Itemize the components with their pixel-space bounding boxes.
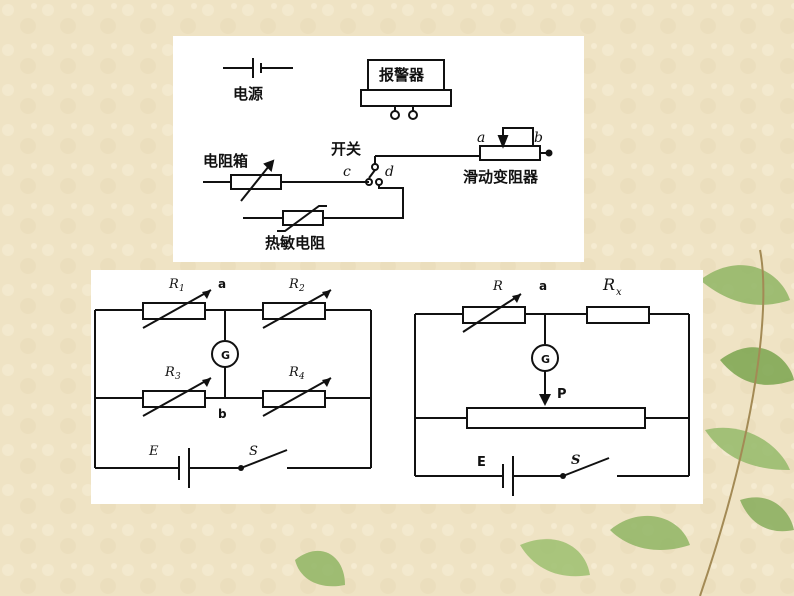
terminal-c-label: c bbox=[343, 164, 351, 180]
battery-symbol bbox=[223, 58, 293, 78]
r2-subscript: 2 bbox=[298, 284, 305, 294]
arrowheads-right bbox=[512, 294, 566, 479]
r2-label: R bbox=[288, 277, 299, 292]
node-a-right-label: a bbox=[539, 279, 547, 293]
slide-wire bbox=[466, 407, 646, 429]
terminal-a-label: a bbox=[477, 130, 485, 146]
r4-subscript: 4 bbox=[298, 372, 305, 382]
rheostat-symbol bbox=[479, 127, 549, 161]
rx-subscript: x bbox=[616, 287, 622, 298]
alarm-label: 报警器 bbox=[379, 66, 425, 84]
galvanometer-right-label: G bbox=[541, 353, 550, 366]
bridge-circuits-panel: R 1 R 2 R 3 R 4 G a b E S bbox=[91, 270, 703, 504]
source-label: 电源 bbox=[233, 85, 263, 103]
wheatstone-bridge bbox=[94, 289, 372, 488]
switch-blade-left bbox=[240, 449, 288, 469]
resistor-rx bbox=[586, 306, 650, 324]
galvanometer-left-label: G bbox=[221, 349, 230, 362]
thermistor-label: 热敏电阻 bbox=[265, 234, 325, 252]
terminal-b-label: b bbox=[534, 130, 543, 146]
emf-right-label: E bbox=[477, 455, 486, 470]
alarm-circuit-panel: 电源 报警器 开关 电阻箱 滑动变阻器 热敏电阻 a b c d bbox=[173, 36, 584, 262]
slider-p-label: P bbox=[557, 387, 567, 402]
r1-subscript: 1 bbox=[179, 284, 185, 294]
thermistor-symbol bbox=[243, 185, 404, 232]
switch-right-label: S bbox=[571, 453, 580, 468]
rx-label: R bbox=[602, 275, 615, 294]
alarm-circuit-diagram: 电源 报警器 开关 电阻箱 滑动变阻器 热敏电阻 a b c d bbox=[203, 58, 553, 252]
switch-left-label: S bbox=[249, 444, 258, 459]
switch-label: 开关 bbox=[331, 140, 361, 158]
leaf-decoration bbox=[295, 249, 794, 596]
r1-label: R bbox=[168, 277, 179, 292]
node-b-left-label: b bbox=[218, 407, 227, 421]
terminal-d-label: d bbox=[385, 164, 394, 180]
r4-label: R bbox=[288, 365, 299, 380]
node-a-left-label: a bbox=[218, 277, 226, 291]
switch-blade-right bbox=[562, 457, 610, 477]
resistor-r bbox=[462, 306, 526, 324]
rheostat-label: 滑动变阻器 bbox=[463, 168, 539, 186]
r-label: R bbox=[492, 279, 503, 294]
terminal-b-dot bbox=[545, 149, 553, 157]
arrowheads-left bbox=[202, 290, 331, 471]
emf-left-label: E bbox=[148, 444, 159, 459]
alarm-symbol bbox=[360, 59, 452, 120]
r3-subscript: 3 bbox=[175, 372, 181, 382]
bridge-circuits-diagram: R 1 R 2 R 3 R 4 G a b E S bbox=[94, 275, 690, 496]
resistor-box-label: 电阻箱 bbox=[203, 152, 248, 170]
r3-label: R bbox=[164, 365, 175, 380]
slide-wire-bridge bbox=[414, 293, 690, 496]
resistor-box-symbol bbox=[203, 159, 369, 202]
